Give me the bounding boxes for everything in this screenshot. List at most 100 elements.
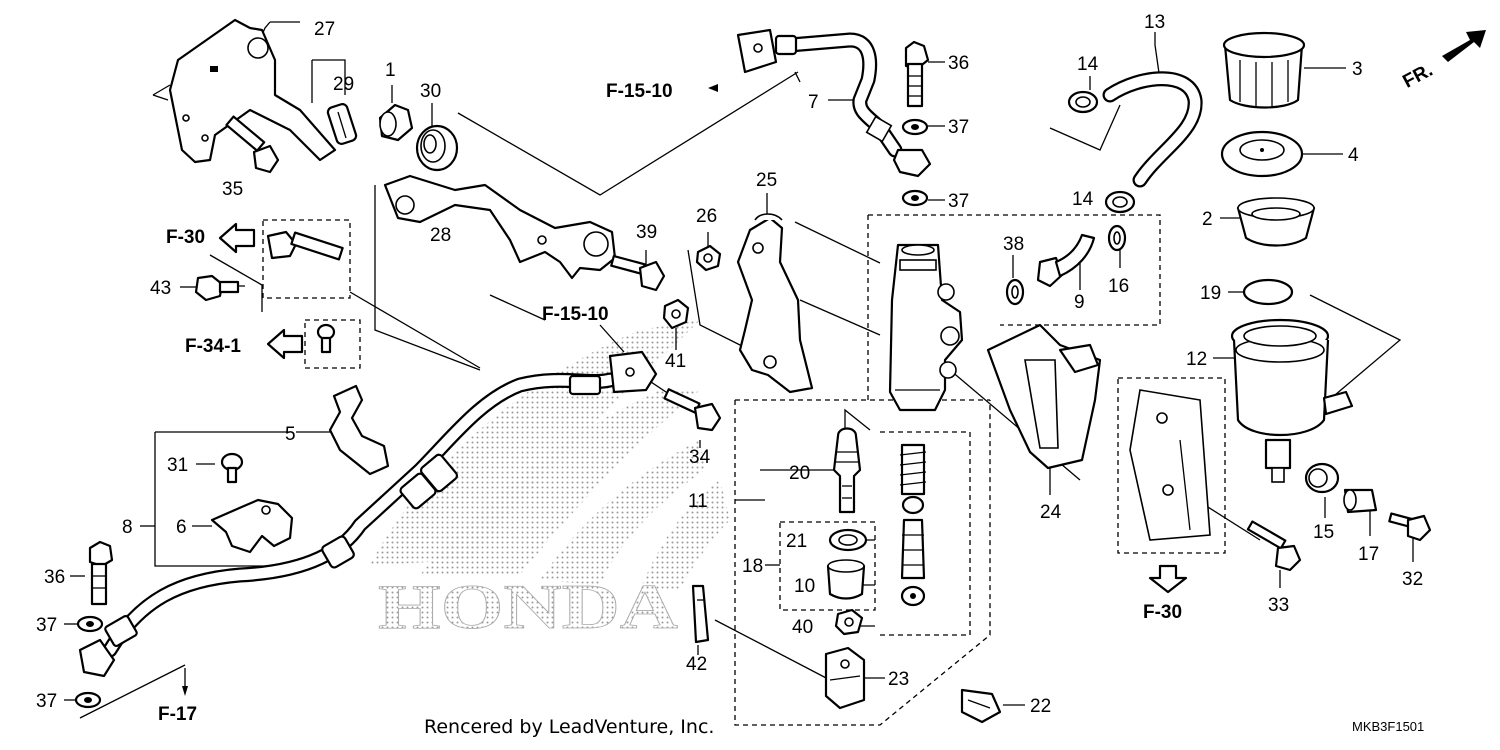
bolt-36-top bbox=[904, 40, 930, 108]
front-direction-arrow: FR. bbox=[1400, 30, 1486, 93]
callout-10: 10 bbox=[794, 576, 815, 597]
stay-28 bbox=[383, 174, 617, 280]
reservoir-hose-13 bbox=[1102, 71, 1203, 188]
joint-23 bbox=[824, 646, 866, 710]
callout-30: 30 bbox=[420, 81, 441, 102]
washer-37-lower-a bbox=[76, 615, 104, 633]
reference-arrow-f30-down bbox=[1148, 564, 1188, 594]
callout-29: 29 bbox=[333, 74, 354, 95]
bracket-25 bbox=[736, 213, 814, 394]
callout-40: 40 bbox=[792, 617, 813, 638]
bolt-39 bbox=[610, 254, 666, 292]
callout-36b: 36 bbox=[44, 567, 65, 588]
callout-21: 21 bbox=[786, 531, 807, 552]
o-ring-16 bbox=[1107, 224, 1127, 252]
reference-f30-bottom: F-30 bbox=[1143, 602, 1182, 623]
callout-13: 13 bbox=[1144, 12, 1165, 33]
callout-37b: 37 bbox=[948, 191, 969, 212]
callout-39: 39 bbox=[636, 222, 657, 243]
reference-f15-10-middle: F-15-10 bbox=[542, 304, 609, 325]
bolt-32 bbox=[1388, 512, 1432, 542]
callout-22: 22 bbox=[1030, 696, 1051, 717]
bolt-43 bbox=[194, 274, 240, 302]
collar-17 bbox=[1343, 488, 1378, 514]
callout-35: 35 bbox=[222, 179, 243, 200]
callout-16: 16 bbox=[1108, 276, 1129, 297]
reference-f17: F-17 bbox=[158, 704, 197, 725]
honda-watermark-text: HONDA bbox=[378, 571, 678, 642]
bolt-35 bbox=[225, 115, 280, 174]
reference-arrow-f34-left bbox=[266, 328, 304, 360]
callout-18: 18 bbox=[742, 556, 763, 577]
callout-4: 4 bbox=[1348, 145, 1359, 166]
callout-34: 34 bbox=[689, 447, 711, 468]
callout-38: 38 bbox=[1003, 234, 1024, 255]
callout-15: 15 bbox=[1313, 522, 1334, 543]
bolt-33 bbox=[1246, 520, 1302, 572]
reference-labels: F-15-10 F-15-10 F-30 F-34-1 F-30 F-17 bbox=[158, 81, 1182, 725]
credit-text: Rencered by LeadVenture, Inc. bbox=[424, 716, 714, 738]
clip-22 bbox=[960, 688, 1002, 724]
reference-arrow-f17-down bbox=[182, 686, 188, 696]
nut-26 bbox=[695, 244, 722, 272]
bolt-in-box bbox=[266, 230, 344, 261]
screw-in-box bbox=[316, 323, 336, 354]
callout-12: 12 bbox=[1186, 349, 1207, 370]
washer-37-upper bbox=[901, 118, 929, 136]
callout-1: 1 bbox=[385, 60, 396, 81]
frame-plate bbox=[1129, 389, 1211, 541]
pin-42 bbox=[691, 584, 710, 644]
reservoir-tank-12 bbox=[1230, 318, 1354, 483]
callout-37a: 37 bbox=[948, 117, 969, 138]
master-cylinder-guard bbox=[168, 18, 337, 164]
diagram-code: MKB3F1501 bbox=[1352, 719, 1424, 734]
screw-31 bbox=[220, 452, 244, 484]
callout-14b: 14 bbox=[1072, 189, 1094, 210]
hose-clip-14-upper bbox=[1067, 90, 1099, 114]
boot-10 bbox=[826, 559, 866, 600]
reference-f34-1: F-34-1 bbox=[185, 336, 241, 357]
lower-hose-8 bbox=[78, 350, 658, 678]
callout-33: 33 bbox=[1268, 595, 1289, 616]
circlip-21 bbox=[828, 528, 868, 552]
callout-26: 26 bbox=[696, 206, 717, 227]
callout-17: 17 bbox=[1358, 544, 1379, 565]
heat-guard-24 bbox=[986, 323, 1102, 470]
reference-f30-left: F-30 bbox=[166, 227, 205, 248]
diaphragm-plate-4 bbox=[1220, 130, 1304, 178]
callout-8: 8 bbox=[122, 517, 133, 538]
callout-37c: 37 bbox=[36, 615, 57, 636]
callout-2: 2 bbox=[1202, 209, 1213, 230]
washer-37-middle bbox=[901, 189, 929, 207]
bolt-34 bbox=[663, 388, 722, 432]
callout-11: 11 bbox=[688, 491, 708, 512]
reference-arrow-f15-left bbox=[708, 84, 718, 92]
callout-23: 23 bbox=[888, 669, 909, 690]
upper-hose-7 bbox=[736, 28, 932, 178]
leader-lines bbox=[64, 21, 1414, 719]
plate-19 bbox=[1242, 278, 1294, 306]
front-marker-label: FR. bbox=[1400, 60, 1437, 93]
reservoir-cap-3 bbox=[1222, 31, 1306, 109]
callout-31: 31 bbox=[167, 455, 188, 476]
callout-6: 6 bbox=[176, 517, 187, 538]
joint-9 bbox=[1036, 233, 1096, 288]
washer-37-lower-b bbox=[74, 691, 102, 709]
callout-41: 41 bbox=[665, 351, 686, 372]
reference-f15-10-top: F-15-10 bbox=[606, 81, 673, 102]
callout-9: 9 bbox=[1074, 292, 1085, 313]
piston-spring-set bbox=[899, 443, 927, 607]
reference-arrow-f30-left bbox=[218, 222, 256, 254]
diaphragm-2 bbox=[1236, 197, 1316, 247]
callout-14a: 14 bbox=[1077, 54, 1099, 75]
callout-labels: 1 2 3 4 5 6 7 8 9 10 11 12 13 14 14 15 1… bbox=[36, 12, 1423, 717]
clamp-5 bbox=[328, 384, 390, 476]
bolt-36-lower bbox=[88, 540, 114, 606]
callout-27: 27 bbox=[314, 19, 335, 40]
nut-40 bbox=[834, 608, 864, 636]
callout-5: 5 bbox=[285, 424, 296, 445]
rubber-30 bbox=[415, 124, 459, 172]
callout-25: 25 bbox=[756, 170, 777, 191]
callout-24: 24 bbox=[1040, 502, 1062, 523]
